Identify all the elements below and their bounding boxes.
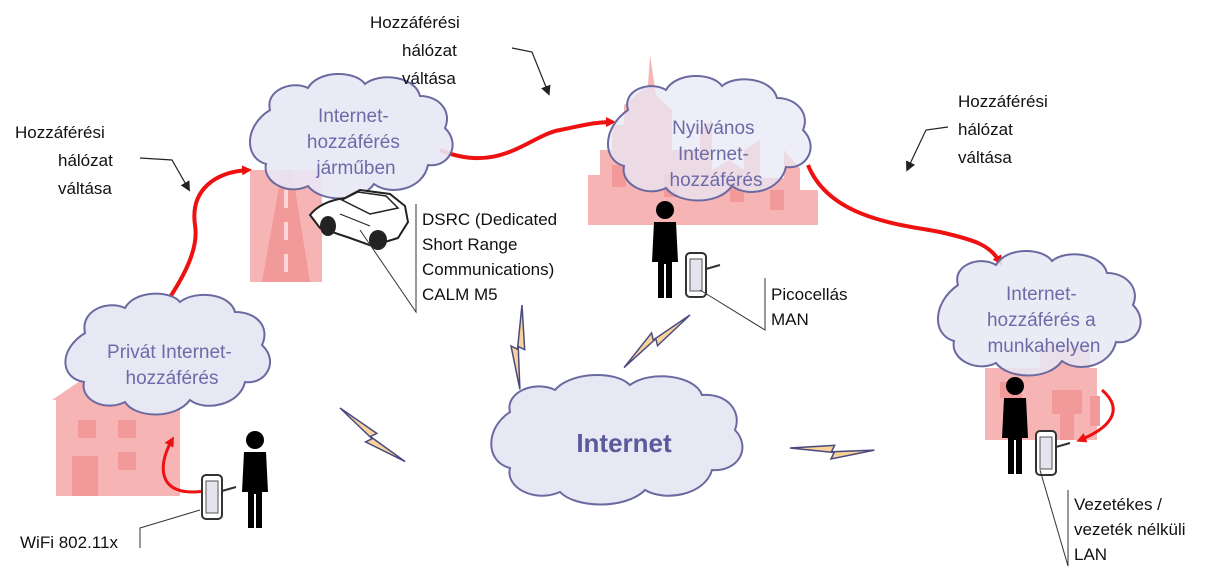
wifi-label: WiFi 802.11x [20,533,118,552]
lan-callout-line [1039,469,1069,567]
switch-arrow-left [139,157,190,192]
cloud-home [64,292,272,416]
dsrc-label: DSRC (Dedicated Short Range Communicatio… [422,210,562,304]
lan-label: Vezetékes / vezeték nélküli LAN [1074,495,1190,564]
tablet-icon [685,252,721,298]
dsrc-callout-line [359,204,417,314]
red-path-work-to-lan [1076,388,1115,443]
switch-arrow-middle [511,47,551,96]
switch-label-right: Hozzáférési hálózat váltása [958,92,1053,167]
cloud-public-label: Nyilvános Internet- hozzáférés [670,118,763,191]
lightning-icon [789,411,876,487]
pico-label: Picocellás MAN [771,285,852,329]
switch-arrow-right [906,126,949,172]
pico-callout-line [699,278,766,331]
red-path-home-to-vehicle [154,165,252,320]
cloud-vehicle-label: Internet- hozzáférés járműben [307,106,405,179]
red-path-public-to-work [806,164,1003,266]
cloud-internet[interactable] [490,374,744,506]
cloud-public [607,74,812,202]
red-path-wifi-to-home [161,436,211,494]
lightning-icon [333,407,413,463]
cloud-home-label: Privát Internet- hozzáférés [107,342,237,389]
car-icon [308,188,410,250]
switch-label-left: Hozzáférési hálózat váltása [15,123,118,198]
red-path-vehicle-to-public [439,117,616,161]
lightning-icon [623,299,691,384]
cloud-vehicle [249,72,454,200]
wifi-callout-line [139,509,201,548]
lightning-icon [483,304,559,391]
tablet-icon [201,474,237,520]
cloud-internet-label: Internet [576,428,672,458]
person-icon [242,431,268,528]
cloud-work [937,249,1142,377]
switch-label-middle: Hozzáférési hálózat váltása [370,13,465,88]
cloud-work-label: Internet- hozzáférés a munkahelyen [987,284,1101,357]
